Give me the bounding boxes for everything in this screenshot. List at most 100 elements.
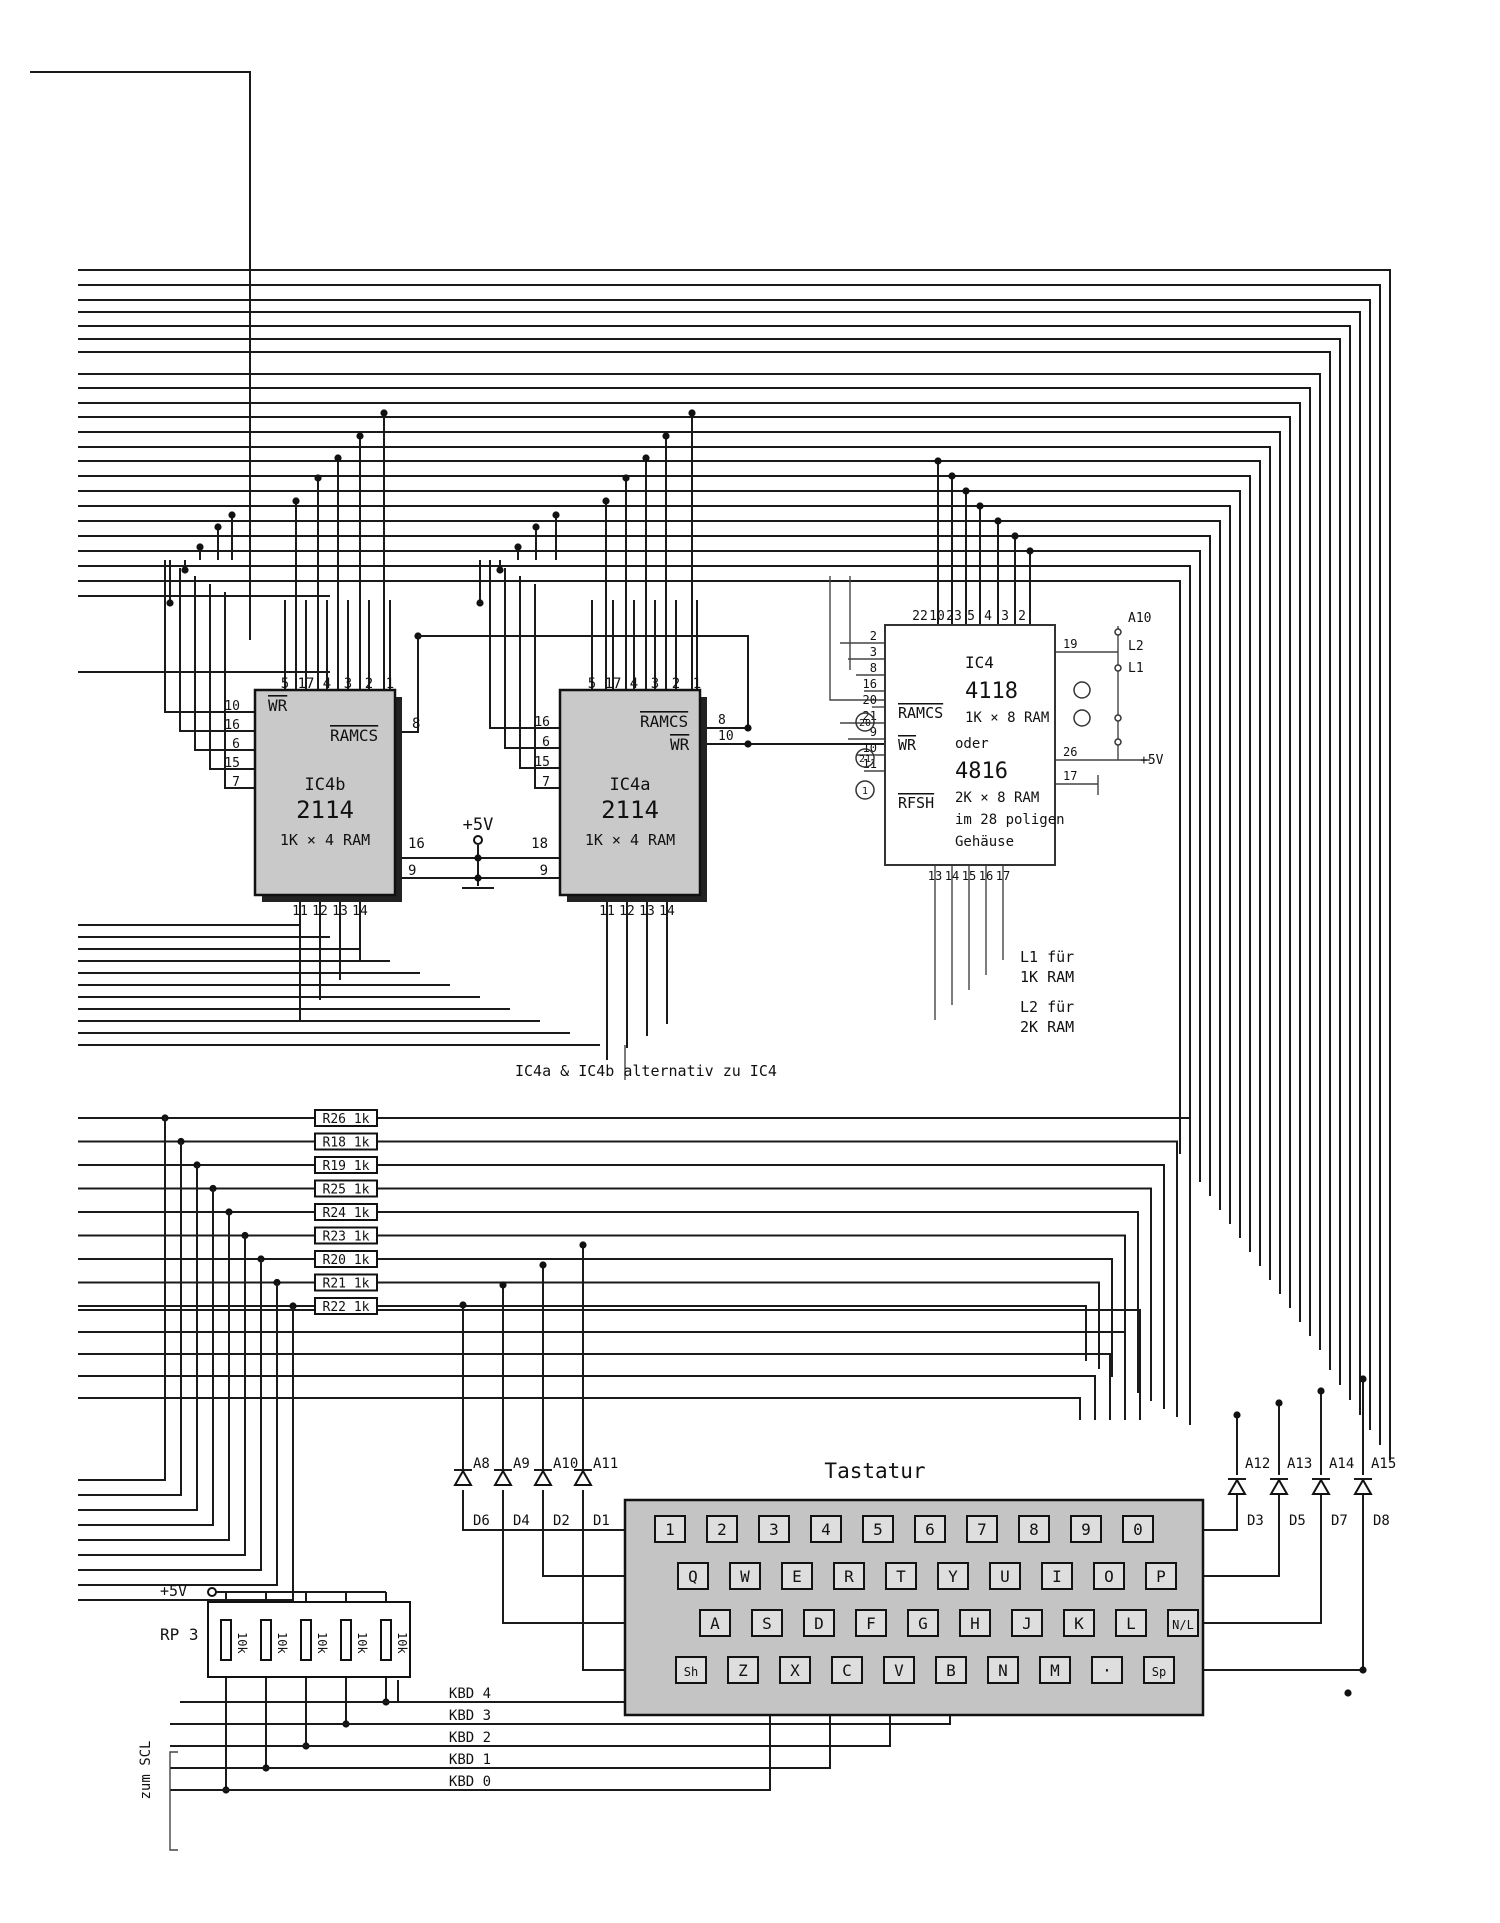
junction-dot <box>976 502 984 510</box>
ic4b-pin-left: 6 <box>232 737 240 752</box>
wire <box>78 284 1381 1445</box>
resistor-label: R19 1k <box>323 1159 370 1174</box>
resistor-body <box>314 1179 378 1198</box>
keyboard-key <box>779 1656 811 1684</box>
ic4a-pin-18: 18 <box>531 836 548 852</box>
wire <box>30 71 251 640</box>
keyboard-key <box>727 1656 759 1684</box>
keyboard-key-label: Sp <box>1152 1665 1166 1679</box>
wire <box>78 580 1181 1154</box>
ic4b-body <box>253 688 397 897</box>
resistor-label: R21 1k <box>323 1277 370 1292</box>
junction-dot <box>948 472 956 480</box>
resistor-body <box>314 1226 378 1245</box>
wire <box>377 1140 1178 1417</box>
junction-dot <box>579 1241 587 1249</box>
wire <box>78 325 1351 1400</box>
kbd-line-label: KBD 3 <box>449 1708 491 1724</box>
junction-dot <box>532 523 540 531</box>
junction-dot <box>496 566 504 574</box>
diode-left-symbol <box>533 1468 553 1486</box>
ic4a-pin-top: 2 <box>672 676 680 692</box>
wire <box>78 460 1261 1266</box>
ic4a-pin-top: 3 <box>651 676 659 692</box>
ic4a-pin-left: 16 <box>534 715 550 730</box>
wire <box>519 576 560 769</box>
junction-dot <box>552 511 560 519</box>
ic4b-pin-top: 2 <box>365 676 373 692</box>
wire <box>489 560 560 729</box>
ic4-pkg1: im 28 poligen <box>955 812 1065 828</box>
ic4-pin-left: 9 <box>870 725 877 739</box>
resistor-label: R25 1k <box>323 1183 370 1198</box>
diode-right-symbol <box>1269 1477 1289 1495</box>
ic4a-pin-right: 8 <box>718 713 726 728</box>
keyboard-key <box>914 1515 946 1543</box>
ic4-sel-a10: A10 <box>1128 611 1151 626</box>
junction-dot <box>499 1281 507 1289</box>
ic4b-pin-right: 8 <box>412 716 420 732</box>
ic4-pin-top: 4 <box>984 609 992 624</box>
ic4a-ramcs: RAMCS <box>640 712 688 731</box>
keyboard-key-label: 8 <box>1029 1520 1039 1539</box>
junction-dot <box>181 566 189 574</box>
ic4-vcc: +5V <box>1140 753 1164 768</box>
wire <box>78 373 1321 1350</box>
supply-terminal <box>207 1587 217 1597</box>
ic4a-name: IC4a <box>610 775 651 795</box>
junction-dot <box>1344 1689 1352 1697</box>
wire <box>78 1212 230 1541</box>
keyboard-key <box>907 1609 939 1637</box>
wire <box>78 520 1221 1210</box>
keyboard-key-label: N <box>998 1661 1008 1680</box>
rp3-resistor <box>380 1619 392 1661</box>
keyboard-key-label: Sh <box>684 1665 698 1679</box>
ic4b-pin-top: 1 <box>386 676 394 692</box>
resistor-body <box>314 1203 378 1221</box>
keyboard-key-label: A <box>710 1614 720 1633</box>
ic4a-pin-bottom: 12 <box>619 904 635 919</box>
keyboard-key-label: Z <box>738 1661 748 1680</box>
resistor-body <box>314 1132 378 1151</box>
ic4-desc2: 2K × 8 RAM <box>955 790 1039 806</box>
keyboard-key <box>751 1609 783 1637</box>
keyboard-key-label: · <box>1102 1661 1112 1680</box>
keyboard-key-label: 4 <box>821 1520 831 1539</box>
keyboard-key <box>1011 1609 1043 1637</box>
keyboard-key <box>885 1562 917 1590</box>
keyboard-key-label: 1 <box>665 1520 675 1539</box>
rp3-vcc: +5V <box>160 1582 187 1600</box>
junction-dot <box>166 599 174 607</box>
keyboard-key <box>833 1562 865 1590</box>
ic4a-pin-left: 15 <box>534 755 550 770</box>
junction-dot <box>1275 1399 1283 1407</box>
keyboard-key <box>810 1515 842 1543</box>
wire <box>377 1187 1152 1401</box>
keyboard-key-label: L <box>1126 1614 1136 1633</box>
keyboard-key-label: R <box>844 1567 854 1586</box>
wire <box>78 1309 1141 1420</box>
keyboard-key <box>699 1609 731 1637</box>
diode-ref: D8 <box>1373 1513 1390 1529</box>
keyboard-title: Tastatur <box>824 1459 925 1483</box>
junction-dot <box>380 409 388 417</box>
kbd-line-label: KBD 1 <box>449 1752 491 1768</box>
diode-address: A10 <box>553 1456 578 1472</box>
diode-left-symbol <box>573 1468 593 1486</box>
wire <box>78 416 1291 1308</box>
ic4a-pin-left: 6 <box>542 735 550 750</box>
junction-dot <box>744 740 752 748</box>
keyboard-key <box>729 1562 761 1590</box>
keyboard-key <box>883 1656 915 1684</box>
wire <box>78 505 1231 1224</box>
ic4b-pin-bottom: 14 <box>352 904 368 919</box>
ic4b-pin-left: 10 <box>224 699 240 714</box>
ic4-pin-left: 2 <box>870 629 877 643</box>
junction-dot <box>334 454 342 462</box>
keyboard-key <box>1145 1562 1177 1590</box>
wire <box>78 1259 262 1571</box>
wire <box>534 584 560 789</box>
rp3-resistor <box>260 1619 272 1661</box>
keyboard-key <box>1167 1609 1199 1637</box>
keyboard-key-label: V <box>894 1661 904 1680</box>
